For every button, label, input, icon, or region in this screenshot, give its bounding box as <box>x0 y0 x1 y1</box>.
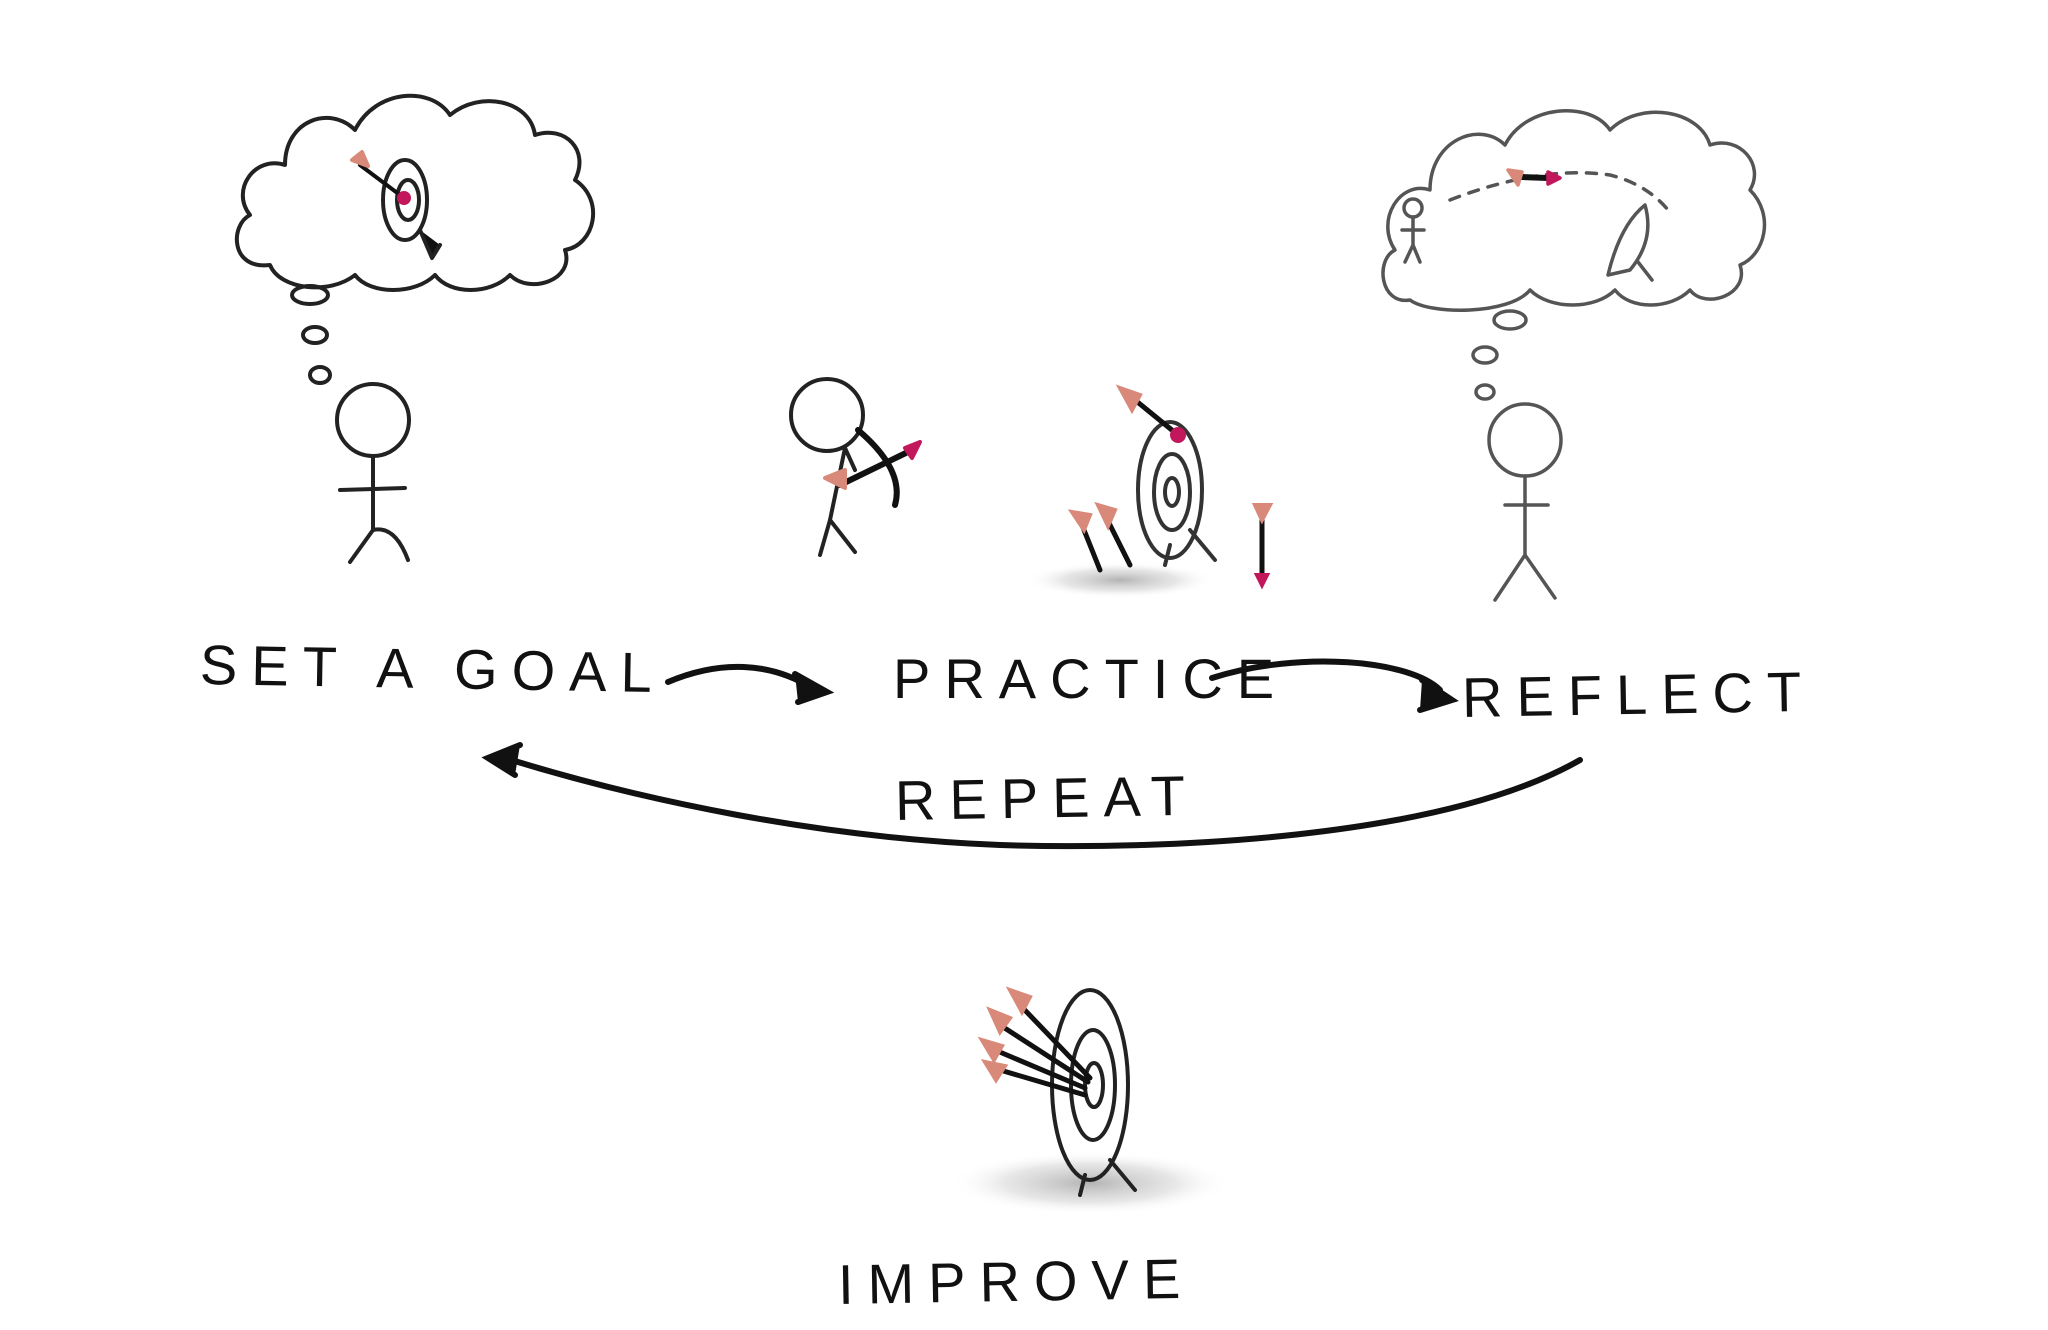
goal-target-icon <box>381 158 429 242</box>
step-label-repeat: REPEAT <box>894 763 1200 832</box>
step-label-set-a-goal: SET A GOAL <box>199 633 667 705</box>
arrow-repeat-back <box>502 755 1583 850</box>
arrow-goal-to-practice <box>665 663 815 691</box>
archer-icon <box>789 377 922 557</box>
reflecting-person-icon <box>1381 109 1767 602</box>
reflect-thought-cloud <box>1381 109 1767 312</box>
step-label-improve: IMPROVE <box>837 1246 1195 1316</box>
flow-arrows <box>481 658 1583 850</box>
step-label-practice: PRACTICE <box>893 647 1289 710</box>
goal-thought-cloud <box>235 93 595 292</box>
thinking-person-icon <box>235 93 595 564</box>
step-label-reflect: REFLECT <box>1461 659 1816 729</box>
goal-person-head <box>335 382 411 458</box>
target-bullseye-icon <box>950 986 1230 1215</box>
target-with-arrows-icon <box>1025 384 1274 598</box>
